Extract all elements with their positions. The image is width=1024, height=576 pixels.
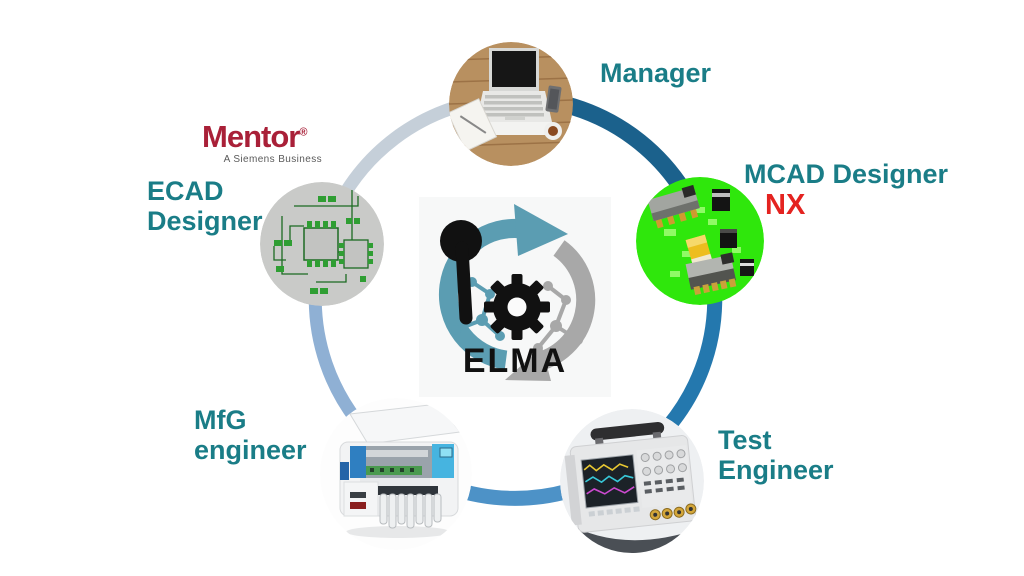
waveforms-graphic — [583, 463, 635, 495]
teal-arrowhead-icon — [514, 204, 568, 256]
feeder-reels-graphic — [379, 493, 442, 529]
pin-icon — [440, 220, 482, 325]
laptop-graphic — [473, 48, 555, 135]
large-chip-graphic — [685, 252, 737, 295]
gray-arrowhead-icon — [505, 347, 551, 381]
gray-network-dots — [533, 281, 583, 353]
ecad-pcb-layout-image — [260, 182, 384, 306]
mfg-machine-image — [320, 398, 472, 550]
black-chip-graphic — [712, 189, 730, 211]
bnc-connectors-graphic — [649, 503, 697, 521]
soic-chip-graphic — [647, 184, 700, 229]
mentor-tagline: A Siemens Business — [223, 154, 322, 165]
coffee-cup-graphic — [544, 122, 562, 140]
knobs-graphic — [640, 449, 687, 476]
mentor-wordmark: Mentor — [202, 119, 300, 154]
phone-graphic — [545, 85, 562, 113]
mentor-logo: Mentor® A Siemens Business — [202, 121, 322, 165]
elma-cycle-icon — [438, 204, 596, 381]
gray-cycle-arrow — [530, 240, 596, 373]
ecad-label: ECAD Designer — [147, 176, 263, 236]
mcad-label: MCAD Designer — [744, 159, 949, 189]
registered-mark: ® — [299, 126, 308, 139]
teal-cycle-arrow — [438, 218, 525, 370]
test-label: Test Engineer — [718, 425, 834, 485]
mcad-green-pcb-image — [636, 177, 764, 305]
notepad-graphic — [449, 98, 498, 152]
manager-photo — [449, 42, 573, 166]
mcad-tool-label: NX — [765, 189, 806, 221]
manager-label: Manager — [600, 58, 712, 88]
mfg-label: MfG engineer — [194, 405, 307, 465]
elma-wordmark: ELMA — [462, 342, 568, 380]
test-oscilloscope-image — [560, 409, 704, 553]
gear-icon — [484, 274, 550, 340]
